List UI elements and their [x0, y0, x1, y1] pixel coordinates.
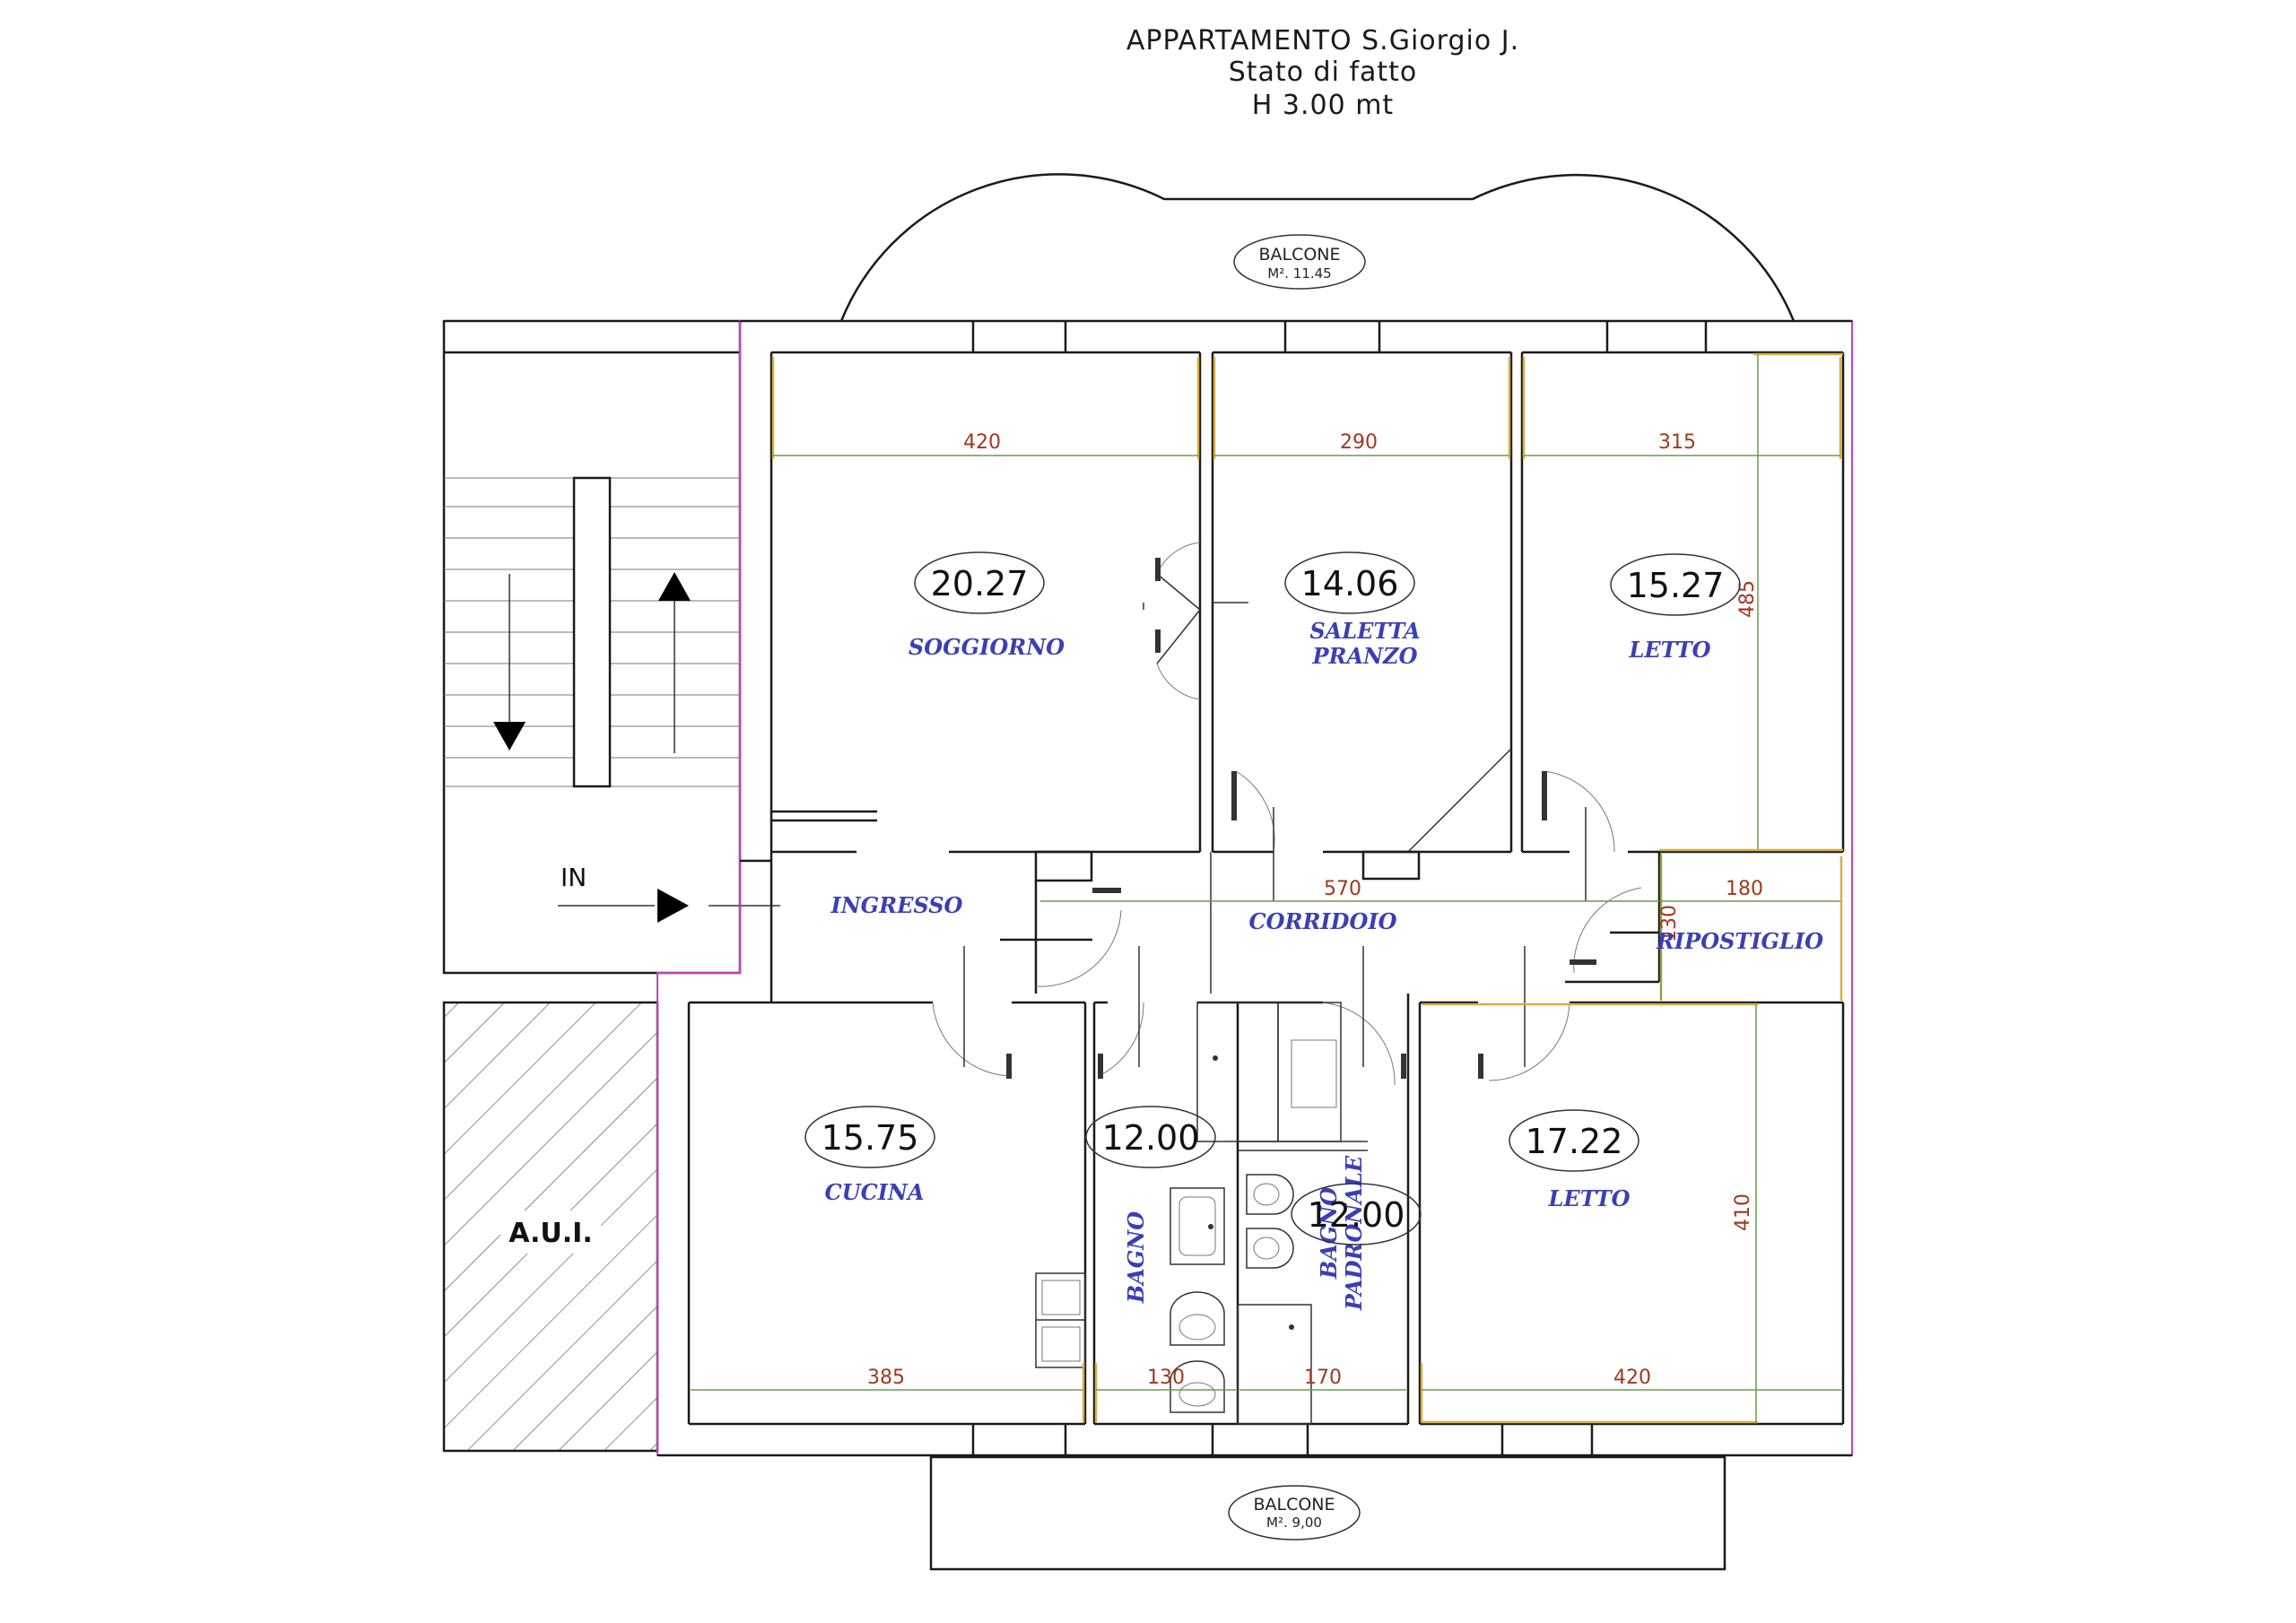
- area-bagno-padronale: 12.00: [1308, 1195, 1405, 1235]
- room-cucina: 15.75 CUCINA: [804, 1106, 935, 1205]
- fixtures: [1035, 1002, 1368, 1425]
- balcony-bottom: BALCONE M². 9,00: [929, 1455, 1726, 1571]
- name-letto-bottom: LETTO: [1548, 1185, 1631, 1211]
- balcony-top: BALCONE M². 11.45: [839, 173, 1796, 322]
- name-ingresso: INGRESSO: [831, 892, 963, 918]
- dim-letto-top-width: 315: [1658, 431, 1696, 454]
- area-badge: [914, 551, 1045, 614]
- dimension-lines: [691, 352, 1843, 1424]
- area-badge: [1610, 553, 1741, 616]
- outer-walls: [657, 319, 1852, 1457]
- title-line-3: H 3.00 mt: [1252, 90, 1394, 121]
- name-letto-top: LETTO: [1629, 637, 1711, 663]
- dim-letto-bottom-width: 420: [1613, 1367, 1651, 1389]
- name-bagno-padronale-line2: PADRONALE: [1341, 1155, 1367, 1311]
- area-letto-bottom: 17.22: [1526, 1122, 1623, 1161]
- dim-bagno-width: 130: [1147, 1367, 1185, 1389]
- room-saletta-pranzo: 14.06 SALETTA PRANZO: [1284, 551, 1421, 669]
- title-line-1: APPARTAMENTO S.Giorgio J.: [1126, 25, 1519, 56]
- name-saletta-line2: PRANZO: [1312, 643, 1418, 669]
- name-ripostiglio: RIPOSTIGLIO: [1656, 928, 1823, 954]
- dim-cucina-width: 385: [867, 1367, 905, 1389]
- name-bagno: BAGNO: [1123, 1211, 1149, 1304]
- area-badge: [1284, 551, 1415, 614]
- area-saletta: 14.06: [1301, 564, 1399, 603]
- area-badge: [1085, 1106, 1216, 1168]
- stair-entry-label: IN: [561, 863, 587, 892]
- balcony-top-area: M². 11.45: [1267, 265, 1331, 282]
- doors: [932, 542, 1642, 1086]
- area-cucina: 15.75: [822, 1118, 919, 1158]
- arrow-up-icon: [658, 572, 691, 601]
- area-letto-top: 15.27: [1627, 566, 1725, 605]
- room-letto-bottom: 17.22 LETTO: [1509, 1109, 1639, 1211]
- apartment-boundary: [657, 320, 1853, 1456]
- aui-area: A.U.I.: [442, 1001, 659, 1453]
- balcony-bottom-label-ellipse: [1228, 1485, 1361, 1541]
- dim-saletta-width: 290: [1340, 431, 1378, 454]
- entry-arrow-icon: [657, 889, 689, 923]
- stairwell: IN: [442, 319, 780, 975]
- arrow-down-icon: [493, 722, 526, 751]
- room-soggiorno: 20.27 SOGGIORNO: [909, 551, 1065, 660]
- balcony-bottom-label: BALCONE: [1253, 1495, 1335, 1515]
- area-bagno: 12.00: [1102, 1118, 1200, 1158]
- area-soggiorno: 20.27: [931, 564, 1029, 603]
- balcony-top-label: BALCONE: [1258, 245, 1340, 265]
- dim-soggiorno-width: 420: [963, 431, 1001, 454]
- dim-ripostiglio-width: 180: [1726, 878, 1763, 900]
- name-cucina: CUCINA: [825, 1179, 925, 1205]
- name-saletta-line1: SALETTA: [1309, 618, 1420, 644]
- area-badge: [1291, 1183, 1422, 1245]
- room-bagno: 12.00 BAGNO: [1085, 1106, 1216, 1304]
- title-line-2: Stato di fatto: [1229, 56, 1418, 88]
- room-letto-top: 15.27 LETTO: [1610, 553, 1741, 663]
- name-corridoio: CORRIDOIO: [1249, 908, 1397, 934]
- title-block: APPARTAMENTO S.Giorgio J. Stato di fatto…: [1126, 25, 1519, 121]
- area-badge: [804, 1106, 935, 1168]
- dimension-labels: 420 290 315 485 570 180 130 385 130 170 …: [867, 431, 1763, 1389]
- dim-bagno-padronale-width: 170: [1304, 1367, 1342, 1389]
- interior-walls: [687, 352, 1843, 1424]
- dim-ripostiglio-height: 130: [1658, 905, 1681, 942]
- dim-corridoio-width: 570: [1324, 878, 1361, 900]
- aui-label: A.U.I.: [509, 1218, 593, 1249]
- name-soggiorno: SOGGIORNO: [909, 634, 1065, 660]
- balcony-bottom-area: M². 9,00: [1266, 1515, 1322, 1531]
- balcony-top-label-ellipse: [1233, 234, 1366, 290]
- room-bagno-padronale: BAGNO PADRONALE 12.00: [1291, 1155, 1422, 1311]
- area-badge: [1509, 1109, 1639, 1172]
- name-bagno-padronale-line1: BAGNO: [1316, 1187, 1342, 1280]
- dim-letto-bottom-height: 410: [1732, 1193, 1754, 1231]
